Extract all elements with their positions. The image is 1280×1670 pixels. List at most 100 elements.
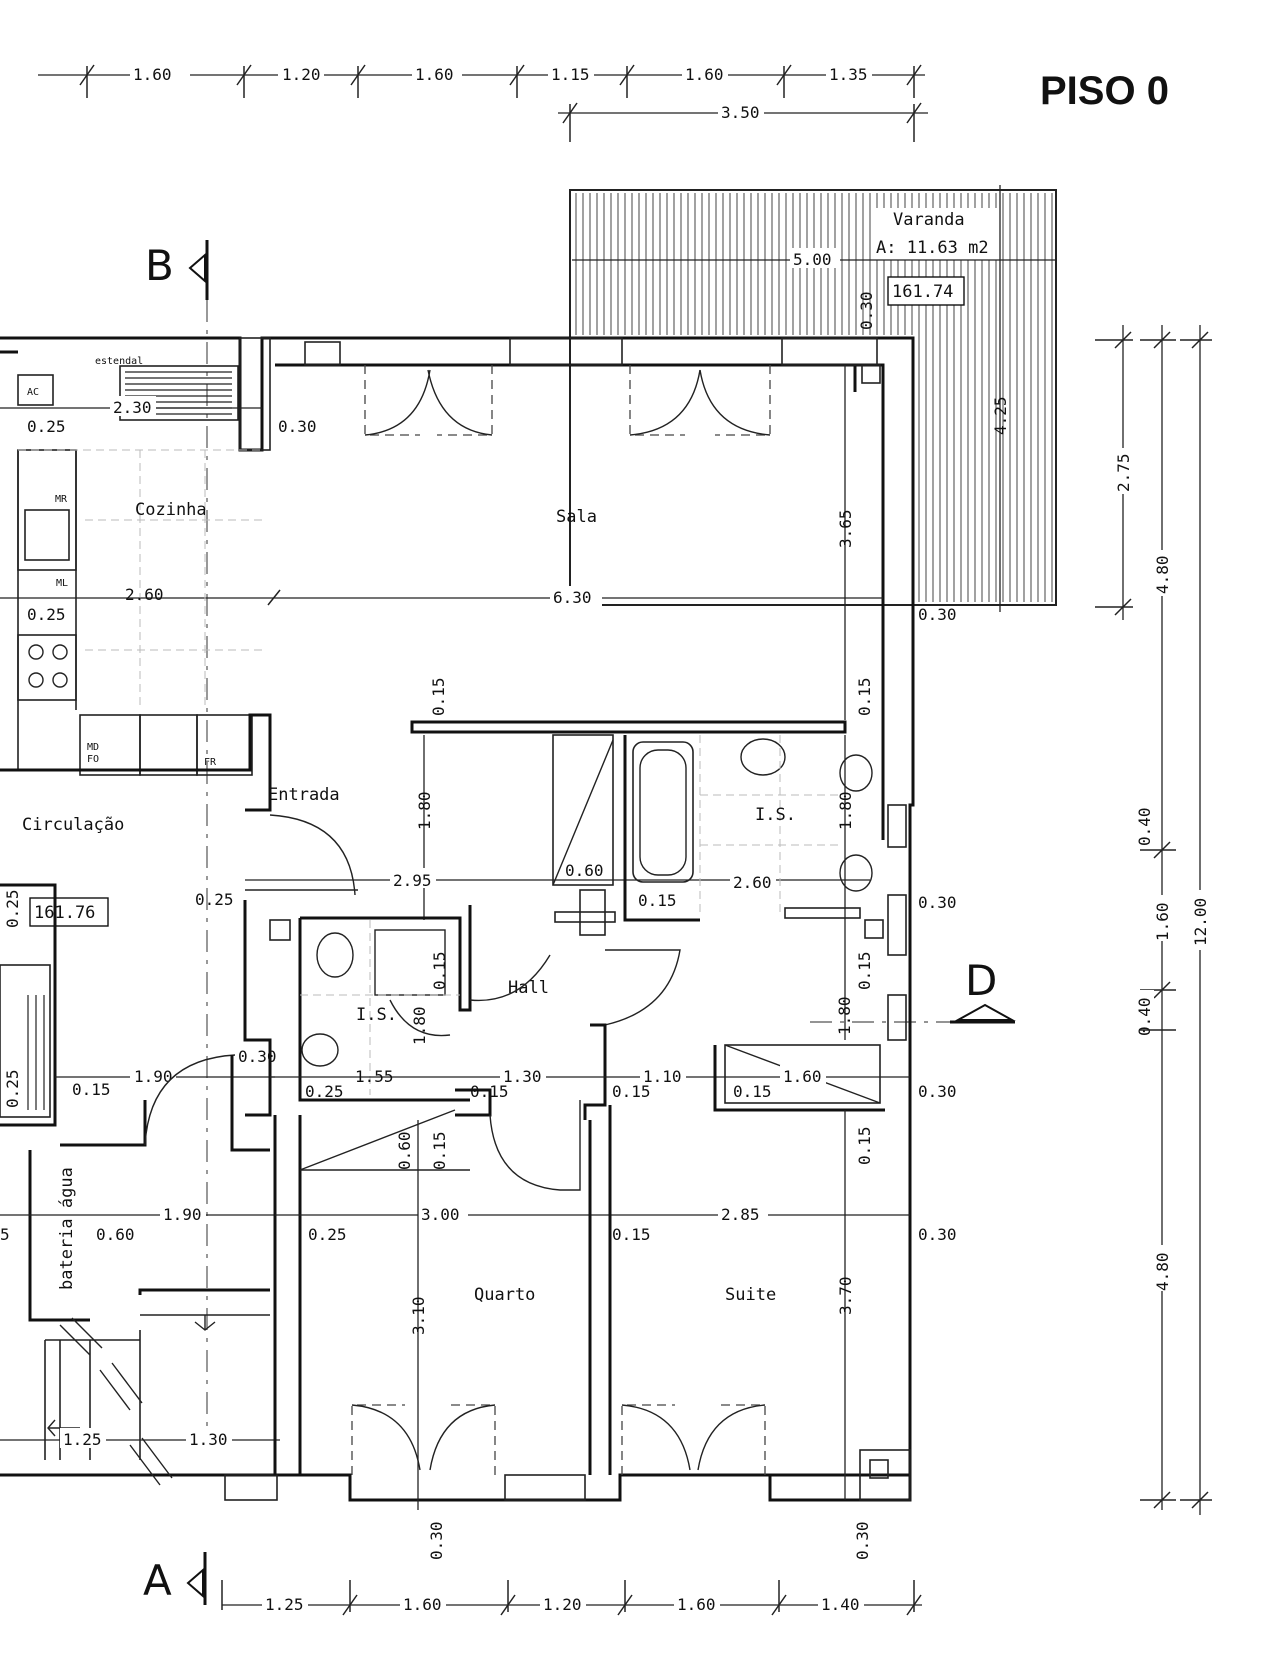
dim-top-3: 1.60	[415, 65, 454, 84]
dim-entrada-015: 0.15	[429, 677, 448, 716]
dim-060v: 0.60	[395, 1131, 414, 1170]
varanda-label: Varanda	[893, 210, 965, 230]
dim-top-5: 1.60	[685, 65, 724, 84]
dim-cozinha-w: 2.60	[125, 585, 164, 604]
dim-015d: 0.15	[733, 1082, 772, 1101]
md-label: MD	[87, 742, 99, 753]
varanda-area: A: 11.63 m2	[876, 238, 989, 258]
cozinha-label: Cozinha	[135, 500, 207, 520]
dim-top-total: 3.50	[721, 103, 760, 122]
dim-right-outer-2: 4.80	[1153, 555, 1172, 594]
dim-is2-015: 0.15	[855, 951, 874, 990]
dim-is2-h: 1.80	[835, 996, 854, 1035]
level-varanda: 161.74	[892, 282, 953, 302]
is-1-label: I.S.	[755, 805, 796, 825]
dim-300: 3.00	[421, 1205, 460, 1224]
dim-015e: 0.15	[612, 1225, 651, 1244]
dim-110: 1.10	[643, 1067, 682, 1086]
is-2-label: I.S.	[356, 1005, 397, 1025]
dim-hall-015: 0.15	[430, 951, 449, 990]
dim-155: 1.55	[355, 1067, 394, 1086]
suite-closet: 1.10 1.60 0.15 0.15 0.30 0.15	[612, 1044, 957, 1165]
dim-cozinha-wall: 0.30	[278, 417, 317, 436]
suite-label: Suite	[725, 1285, 776, 1305]
bateria-label: bateria água	[57, 1167, 77, 1290]
dim-bottom-030a: 0.30	[427, 1521, 446, 1560]
dim-right-stack-3: 0.40	[1135, 997, 1154, 1036]
quarto-label: Quarto	[474, 1285, 535, 1305]
mr-label: MR	[55, 494, 68, 505]
circulacao: Circulação 161.76 0.25 0.25 0.25 0.15 1.…	[0, 785, 358, 1152]
dim-top-1: 1.60	[133, 65, 172, 84]
dim-125: 1.25	[63, 1430, 102, 1449]
dim-030: 0.30	[238, 1047, 277, 1066]
ac-label: AC	[27, 387, 39, 398]
dim-right-030d: 0.30	[918, 1225, 957, 1244]
section-b-marker: B	[145, 240, 209, 1445]
dim-025a: 0.25	[305, 1082, 344, 1101]
dim-right-030b: 0.30	[918, 893, 957, 912]
bottom-dimension-chain: 1.25 1.60 1.20 1.60 1.40	[221, 1580, 922, 1616]
dim-ml-025: 0.25	[27, 605, 66, 624]
sala-label: Sala	[556, 507, 597, 527]
dim-015a: 0.15	[72, 1080, 111, 1099]
hall-label: Hall	[508, 978, 549, 998]
dim-right-stack-4: 4.80	[1153, 1252, 1172, 1291]
dim-is-h: 1.80	[836, 791, 855, 830]
dim-right-outer-1: 2.75	[1114, 453, 1133, 492]
dim-bottom-030b: 0.30	[853, 1521, 872, 1560]
dim-015v2: 0.15	[855, 1126, 874, 1165]
estendal-label: estendal	[95, 356, 143, 367]
dim-top-6: 1.35	[829, 65, 868, 84]
fr-label: FR	[204, 757, 217, 768]
dim-is-015b: 0.15	[638, 891, 677, 910]
suite: 0.15 2.85 0.30 Suite 3.70 0.30	[588, 1105, 957, 1560]
dim-top-4: 1.15	[551, 65, 590, 84]
dim-060b: 0.60	[96, 1225, 135, 1244]
cozinha: estendal 2.30 0.30 AC 0.25 MR ML 0.25 Co…	[0, 356, 317, 812]
entrada-dimensions: 0.15 0.15 1.80 2.95 0.60	[245, 677, 874, 920]
section-a-marker: A	[143, 1552, 207, 1605]
dim-sala-h: 3.65	[836, 509, 855, 548]
dim-bottom-5: 1.40	[821, 1595, 860, 1614]
dim-190b: 1.90	[163, 1205, 202, 1224]
circulacao-label: Circulação	[22, 815, 124, 835]
dim-varanda-wall: 0.30	[857, 291, 876, 330]
dim-is-015: 0.15	[855, 677, 874, 716]
entrada-label: Entrada	[268, 785, 340, 805]
dim-entrada-h: 1.80	[415, 791, 434, 830]
hall: I.S. 0.15 1.80 Hall 1.55 1.30 0.25 0.15	[243, 889, 910, 1191]
varanda: Varanda A: 11.63 m2 5.00 161.74 4.25 0.3…	[569, 185, 1057, 624]
dim-285: 2.85	[721, 1205, 760, 1224]
dim-right-wall-top: 0.30	[918, 605, 957, 624]
dim-hall-w: 2.95	[393, 871, 432, 890]
dim-015c: 0.15	[612, 1082, 651, 1101]
dim-circ-025b: 0.25	[195, 890, 234, 909]
dim-varanda-w: 5.00	[793, 250, 832, 269]
ml-label: ML	[56, 578, 68, 589]
dim-varanda-h: 4.25	[991, 396, 1010, 435]
section-d-marker: D	[810, 956, 1016, 1024]
sala: Sala 3.65 6.30	[0, 365, 883, 720]
dim-right-030c: 0.30	[918, 1082, 957, 1101]
dim-160: 1.60	[783, 1067, 822, 1086]
dim-190: 1.90	[134, 1067, 173, 1086]
dim-quarto-h: 3.10	[409, 1296, 428, 1335]
bathroom-1: 0.15 I.S. 1.80 2.60 0.30 0.15 1.80	[623, 735, 957, 1041]
dim-bottom-1: 1.25	[265, 1595, 304, 1614]
plan-title: PISO 0	[1040, 69, 1169, 113]
dim-130b: 1.30	[189, 1430, 228, 1449]
fo-label: FO	[87, 754, 99, 765]
dim-top-2: 1.20	[282, 65, 321, 84]
dim-is-w: 2.60	[733, 873, 772, 892]
dim-hall-060: 0.60	[565, 861, 604, 880]
dim-130: 1.30	[503, 1067, 542, 1086]
level-varanda-box	[887, 276, 965, 306]
dim-015v: 0.15	[430, 1131, 449, 1170]
dim-bottom-2: 1.60	[403, 1595, 442, 1614]
level-circulacao-box	[29, 897, 109, 927]
exterior-walls	[0, 336, 915, 1502]
dim-5: 5	[0, 1225, 10, 1244]
dim-suite-h: 3.70	[836, 1276, 855, 1315]
